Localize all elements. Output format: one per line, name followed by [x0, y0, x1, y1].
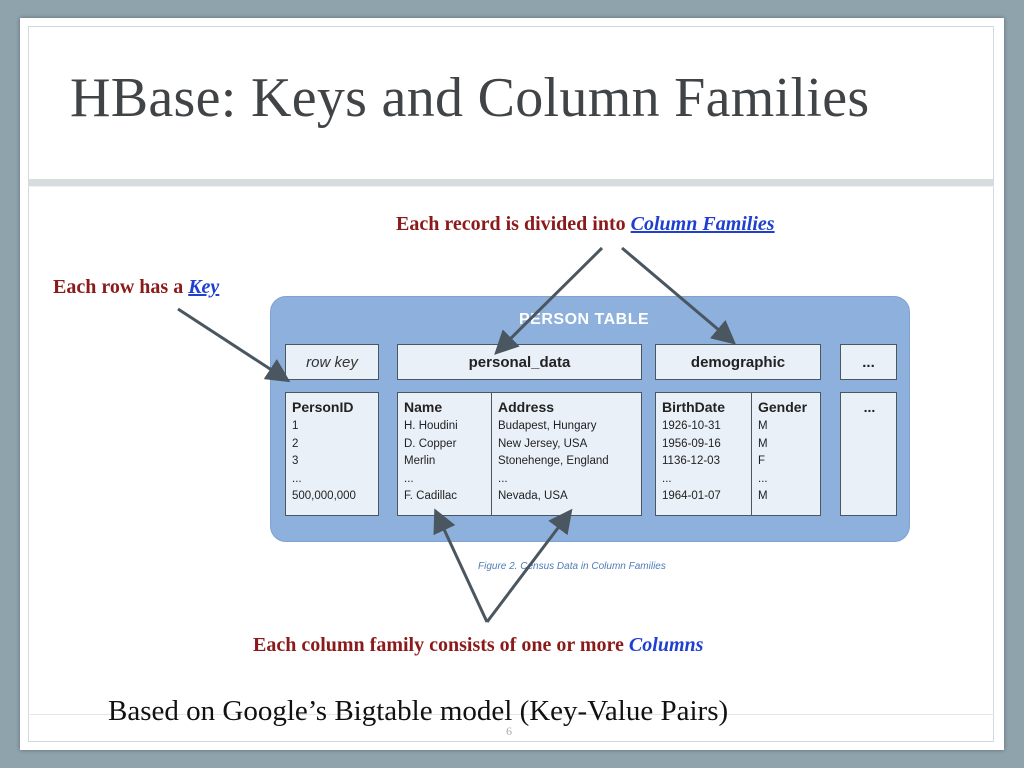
header-demographic: demographic — [655, 344, 821, 380]
footer-divider — [28, 714, 994, 715]
cell: Nevada, USA — [498, 490, 568, 502]
cell: New Jersey, USA — [498, 437, 588, 450]
columns-emphasis: Columns — [628, 634, 704, 656]
title-divider-highlight — [28, 186, 994, 187]
slide-title: HBase: Keys and Column Families — [70, 67, 870, 129]
column-divider — [491, 393, 492, 515]
callout-columns: Each column family consists of one or mo… — [253, 634, 703, 657]
title-divider — [28, 179, 994, 186]
family-personal-data: Name H. Houdini D. Copper Merlin ... F. … — [397, 392, 642, 516]
cell: 1 — [292, 420, 299, 432]
cell: Stonehenge, England — [498, 455, 609, 467]
family-more: ... — [840, 392, 897, 516]
column-name: Name H. Houdini D. Copper Merlin ... F. … — [398, 393, 491, 515]
cell: ... — [498, 472, 508, 485]
person-table-diagram: PERSON TABLE row key personal_data demog… — [270, 296, 910, 542]
cell: Budapest, Hungary — [498, 420, 597, 432]
column-head: PersonID — [292, 399, 354, 415]
page-number: 6 — [506, 724, 512, 738]
family-row-key: PersonID 1 2 3 ... 500,000,000 — [285, 392, 379, 516]
cell: F — [758, 455, 766, 467]
column-address: Address Budapest, Hungary New Jersey, US… — [492, 393, 642, 515]
column-head: BirthDate — [662, 399, 726, 415]
cell: 1926-10-31 — [662, 420, 721, 432]
cell: 500,000,000 — [292, 490, 356, 502]
header-more: ... — [840, 344, 897, 380]
column-head: Name — [404, 399, 443, 415]
callout-column-families: Each record is divided into Column Famil… — [396, 213, 775, 236]
table-title: PERSON TABLE — [519, 311, 650, 328]
column-gender: Gender M M F ... M — [752, 393, 821, 515]
cell: 1956-09-16 — [662, 437, 721, 450]
callout-row-key: Each row has a Key — [53, 276, 219, 299]
family-demographic: BirthDate 1926-10-31 1956-09-16 1136-12-… — [655, 392, 821, 516]
cell: 1964-01-07 — [662, 490, 721, 502]
column-birthdate: BirthDate 1926-10-31 1956-09-16 1136-12-… — [656, 393, 751, 515]
column-head: Address — [498, 399, 555, 415]
column-head: ... — [863, 399, 876, 415]
arrow-to-name-column — [433, 508, 489, 623]
cell: ... — [758, 472, 768, 485]
callout-text: Each row has a — [53, 276, 189, 298]
cell: 3 — [292, 455, 299, 467]
column-families-link[interactable]: Column Families — [630, 213, 775, 235]
callout-text: Each record is divided into — [396, 213, 631, 235]
cell: F. Cadillac — [404, 490, 458, 502]
cell: ... — [662, 472, 672, 485]
callout-text: Each column family consists of one or mo… — [253, 634, 629, 656]
cell: M — [758, 420, 768, 432]
arrow-to-personal-data — [494, 246, 604, 355]
figure-caption: Figure 2. Census Data in Column Families — [478, 561, 666, 572]
column-divider — [751, 393, 752, 515]
cell: H. Houdini — [404, 420, 458, 432]
cell: 1136-12-03 — [662, 455, 720, 467]
header-row-key: row key — [285, 344, 379, 380]
cell: 2 — [292, 437, 299, 450]
column-person-id: PersonID 1 2 3 ... 500,000,000 — [286, 393, 380, 515]
cell: M — [758, 490, 768, 502]
bigtable-note: Based on Google’s Bigtable model (Key-Va… — [108, 695, 729, 727]
cell: D. Copper — [404, 437, 457, 450]
cell: Merlin — [404, 455, 436, 467]
cell: ... — [404, 472, 414, 485]
key-link[interactable]: Key — [188, 276, 220, 298]
column-head: Gender — [758, 399, 808, 415]
cell: ... — [292, 472, 302, 485]
arrow-to-address-column — [485, 508, 573, 623]
arrow-to-demographic — [621, 246, 737, 345]
arrow-to-row-key — [177, 307, 291, 383]
cell: M — [758, 437, 768, 450]
column-more: ... — [841, 393, 898, 515]
